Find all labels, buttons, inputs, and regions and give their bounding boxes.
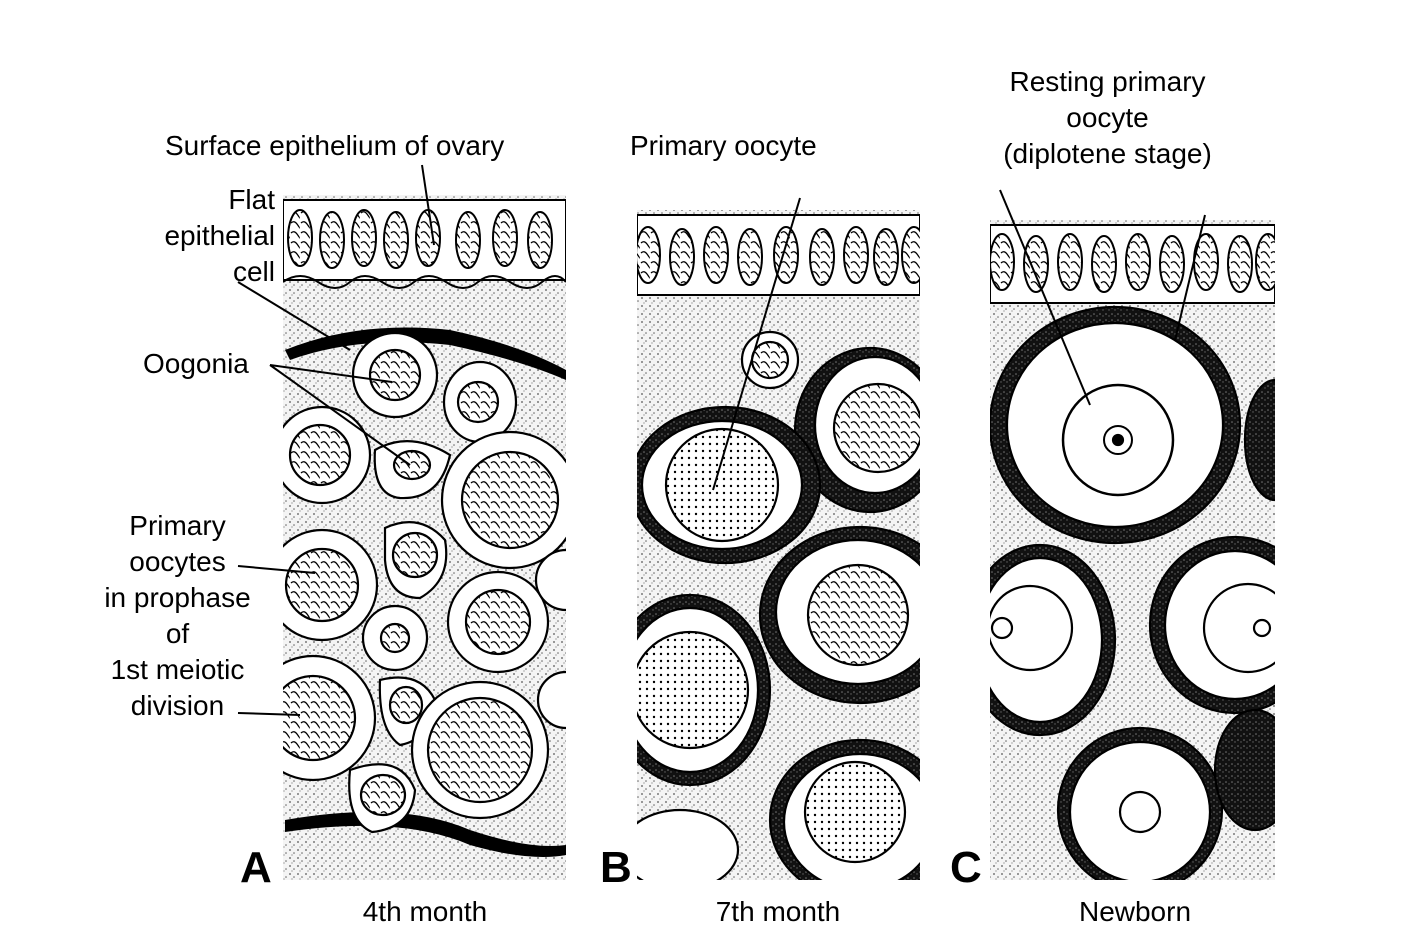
leader-resting-oocyte-2 [1174, 214, 1206, 341]
leader-primary-oocytes-2 [237, 712, 301, 716]
panel-a-tissue [283, 195, 566, 880]
label-primary-oocyte: Primary oocyte [630, 130, 817, 161]
label-surface-epithelium: Surface epithelium of ovary [165, 130, 505, 161]
label-line: division [130, 690, 225, 721]
label-line: epithelial [164, 220, 275, 251]
label-resting-primary-oocyte: Resting primary oocyte (diplotene stage) [975, 64, 1240, 172]
panel-letter-c: C [950, 843, 982, 892]
caption-panel-c: Newborn [1078, 896, 1192, 927]
leader-flat-epithelial-cell [237, 281, 351, 351]
leader-primary-oocytes-1 [237, 565, 316, 574]
label-line: (diplotene stage) [1003, 138, 1212, 169]
caption-panel-b: 7th month [715, 896, 841, 927]
caption-panel-a: 4th month [362, 896, 488, 927]
label-oogonia: Oogonia [143, 348, 249, 379]
label-line: oocytes [129, 546, 226, 577]
leader-resting-oocyte-1 [999, 189, 1091, 406]
label-primary-oocytes-prophase: Primary oocytes in prophase of 1st meiot… [80, 508, 275, 724]
label-line: Flat [228, 184, 275, 215]
label-flat-epithelial-cell: Flat epithelial cell [120, 182, 275, 290]
panel-letter-a: A [240, 843, 272, 892]
label-line: of [165, 618, 190, 649]
panel-letter-b: B [600, 843, 632, 892]
leader-oogonia-1 [269, 364, 393, 383]
label-line: Primary [129, 510, 226, 541]
leader-primary-oocyte-b [712, 197, 801, 491]
label-line: oocyte [1066, 102, 1149, 133]
epithelial-nuclei-a [287, 209, 553, 269]
label-line: 1st meiotic [110, 654, 245, 685]
label-line: cell [232, 256, 275, 287]
panel-c-tissue [990, 220, 1275, 880]
leader-oogonia-2 [269, 364, 411, 466]
panel-b-tissue [637, 210, 920, 880]
label-line: in prophase [104, 582, 251, 613]
epithelial-nuclei-c [990, 233, 1275, 293]
leader-lines [237, 164, 1206, 716]
epithelial-nuclei-b [637, 226, 920, 286]
leader-surface-epithelium [421, 164, 435, 246]
label-line: Resting primary [1009, 66, 1206, 97]
